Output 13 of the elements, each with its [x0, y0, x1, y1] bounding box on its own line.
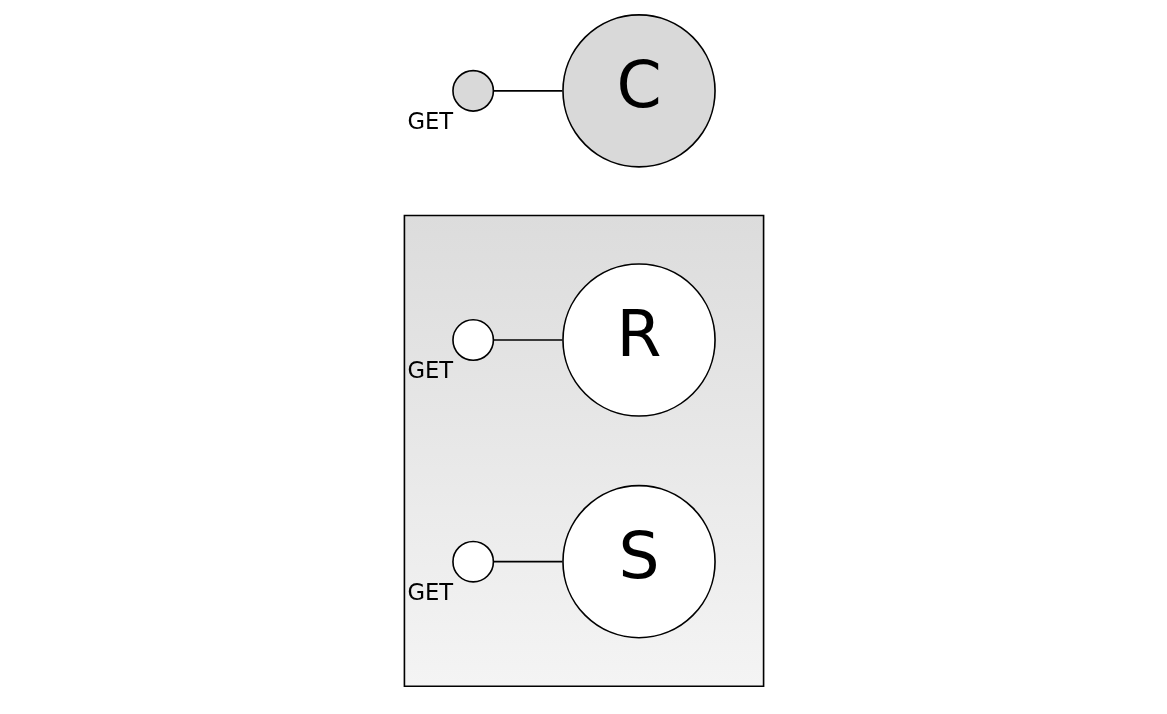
node-circle: [451, 540, 494, 583]
node-label: GET: [406, 108, 453, 135]
node-circle: [451, 69, 494, 112]
node-circle: [451, 319, 494, 362]
cluster: [403, 214, 764, 688]
connector: [492, 560, 563, 563]
node-circle: C: [561, 14, 716, 168]
node-label: GET: [406, 579, 453, 606]
connector: [492, 90, 563, 92]
node-circle: R: [561, 263, 716, 417]
node-circle: S: [561, 484, 716, 639]
connector: [492, 339, 563, 341]
node-label: GET: [406, 357, 453, 384]
